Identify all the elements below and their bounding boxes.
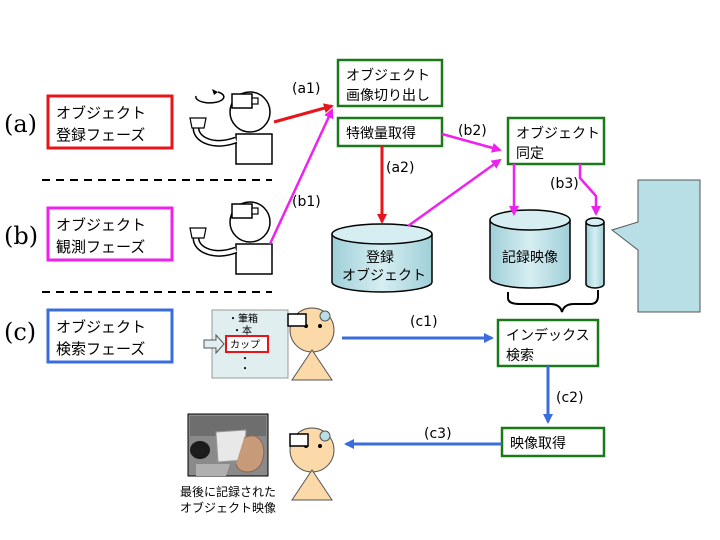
phase-c-line1: オブジェクト xyxy=(56,318,146,336)
phase-a-line1: オブジェクト xyxy=(56,104,146,122)
phase-b-label: (b) オブジェクト 観測フェーズ xyxy=(4,206,174,262)
menu-item-more2: ・ xyxy=(240,364,250,375)
phase-b-letter: (b) xyxy=(4,222,38,250)
index-search-line1: インデックス xyxy=(506,327,590,344)
label-c3: (c3) xyxy=(424,426,452,442)
phase-b-line2: 観測フェーズ xyxy=(56,238,145,256)
label-c2: (c2) xyxy=(556,390,584,406)
caption-line2: オブジェクト映像 xyxy=(180,500,276,515)
index-search-box: インデックス 検索 xyxy=(496,318,600,368)
arrow-b1 xyxy=(268,108,334,245)
crop-line2: 画像切り出し xyxy=(346,88,430,104)
phase-a-line2: 登録フェーズ xyxy=(56,126,145,144)
feature-box: 特徴量取得 xyxy=(336,116,444,148)
index-db xyxy=(585,217,605,289)
menu-item-pencilcase: ・筆箱 xyxy=(228,312,258,325)
person-registering-icon xyxy=(189,89,273,165)
registered-object-db: 登録 オブジェクト xyxy=(331,223,433,293)
pointer-arrow-icon xyxy=(203,333,225,355)
label-b3: (b3) xyxy=(550,176,579,192)
person-searching-icon xyxy=(287,307,335,381)
index-callout: オブジェクト名 インデックス xyxy=(610,179,720,313)
brace-icon xyxy=(507,290,599,313)
label-b1: (b1) xyxy=(292,194,321,210)
search-menu-panel: ・筆箱 ・本 カップ ・ ・ xyxy=(203,309,289,379)
phase-a-label: (a) オブジェクト 登録フェーズ xyxy=(4,94,174,150)
caption-line1: 最後に記録された xyxy=(180,484,276,499)
feature-label: 特徴量取得 xyxy=(346,125,416,142)
label-c1: (c1) xyxy=(410,314,438,330)
registered-db-line1: 登録 xyxy=(366,250,394,266)
menu-item-cup: カップ xyxy=(230,339,260,351)
arrow-b3-index xyxy=(578,164,601,216)
label-a2: (a2) xyxy=(386,160,414,176)
registered-db-line2: オブジェクト xyxy=(342,267,426,284)
identify-box: オブジェクト 同定 xyxy=(506,116,606,166)
video-get-box: 映像取得 xyxy=(500,426,606,458)
video-thumbnail-image xyxy=(187,413,269,477)
phase-c-line2: 検索フェーズ xyxy=(56,340,145,358)
arrow-b2 xyxy=(441,132,502,153)
arrow-a1 xyxy=(273,103,334,124)
label-b2: (b2) xyxy=(458,123,487,139)
index-search-line2: 検索 xyxy=(506,347,534,364)
menu-item-book: ・本 xyxy=(232,324,252,337)
recorded-db-label: 記録映像 xyxy=(502,249,558,266)
arrow-db-to-identify xyxy=(407,158,502,228)
video-get-label: 映像取得 xyxy=(510,435,566,452)
phase-a-letter: (a) xyxy=(4,110,37,138)
person-observing-icon xyxy=(189,201,273,275)
identify-line1: オブジェクト xyxy=(516,125,600,142)
label-a1: (a1) xyxy=(292,81,320,97)
crop-line1: オブジェクト xyxy=(346,67,430,84)
recorded-video-db: 記録映像 xyxy=(489,209,571,289)
person-viewing-icon xyxy=(289,427,335,501)
phase-b-line1: オブジェクト xyxy=(56,216,146,234)
menu-item-more1: ・ xyxy=(240,354,250,365)
phase-c-label: (c) オブジェクト 検索フェーズ xyxy=(4,308,174,364)
phase-c-letter: (c) xyxy=(4,318,36,346)
crop-box: オブジェクト 画像切り出し xyxy=(336,58,444,108)
identify-line2: 同定 xyxy=(516,146,544,162)
